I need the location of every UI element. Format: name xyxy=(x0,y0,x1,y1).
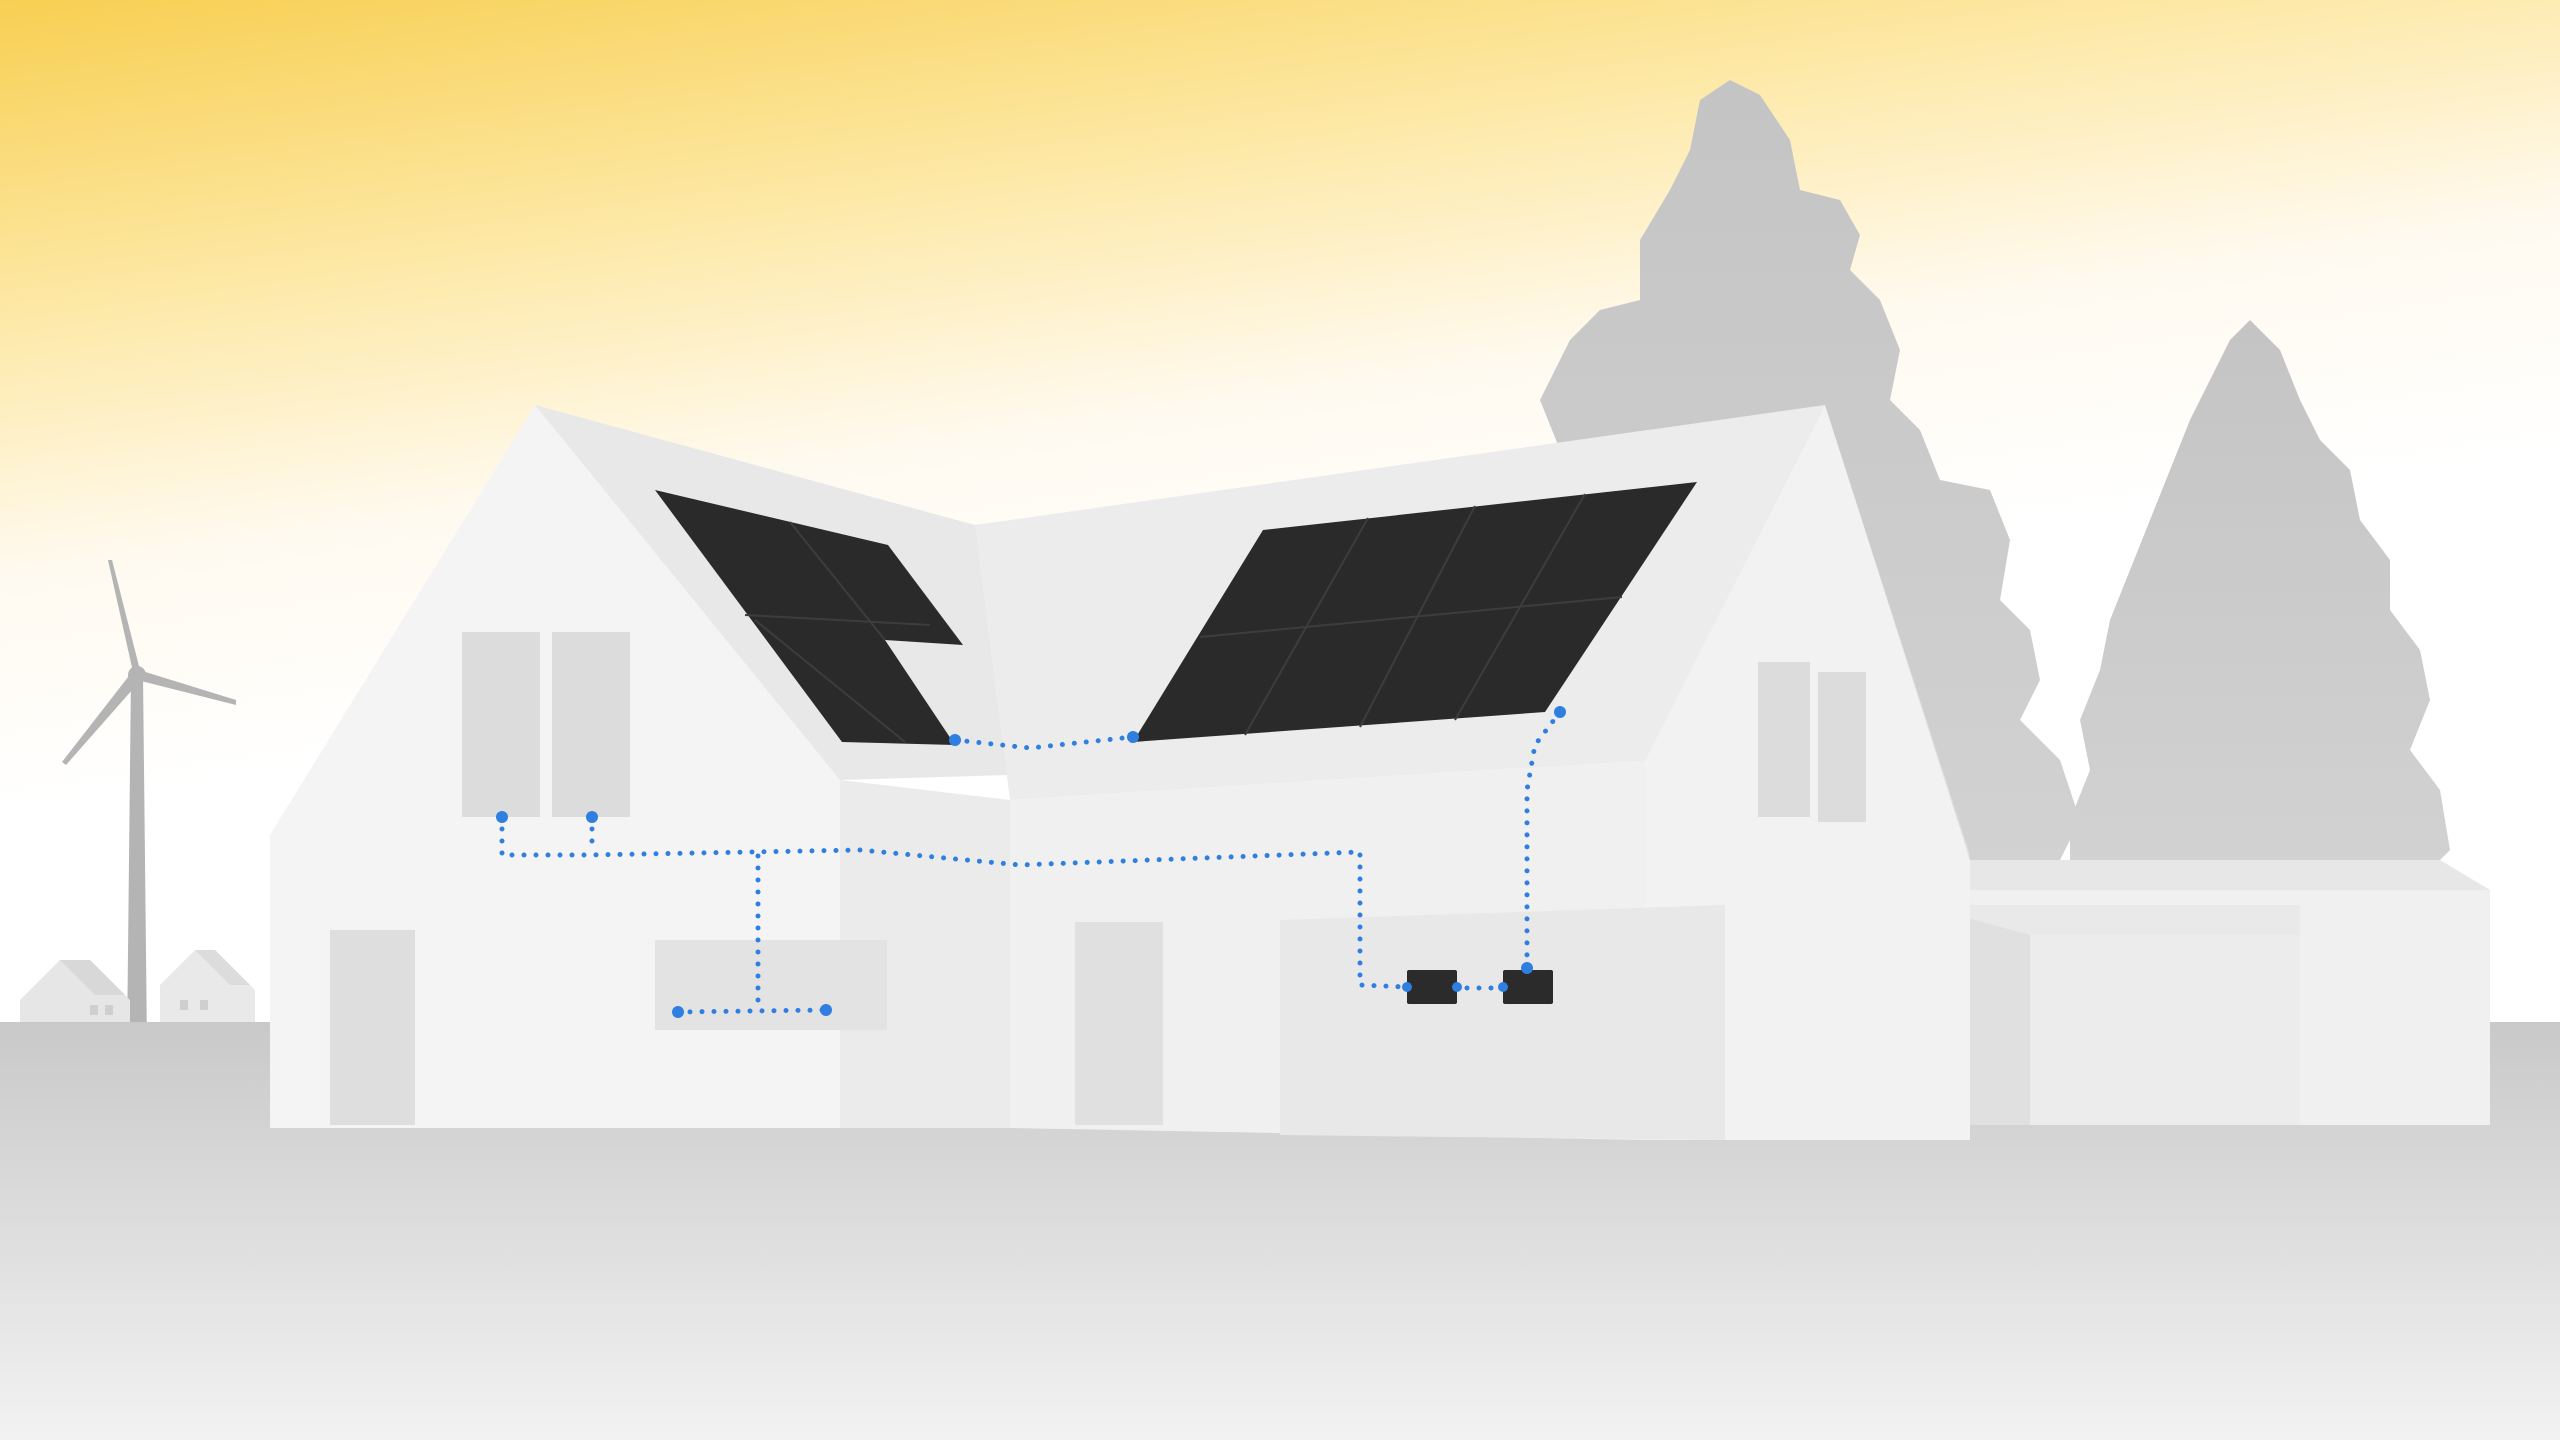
inverter-right xyxy=(1503,970,1553,1004)
distant-house-window xyxy=(90,1005,98,1015)
wire-node xyxy=(1402,982,1412,992)
turbine-blade-right xyxy=(139,670,236,705)
wire-nodes xyxy=(496,706,1566,1018)
solar-panel-right-grid xyxy=(1199,493,1623,736)
wire-node xyxy=(820,1004,832,1016)
window-right-1 xyxy=(1758,662,1810,817)
door-center xyxy=(1075,922,1163,1125)
solar-panels xyxy=(655,482,1697,745)
wire-node xyxy=(1452,982,1462,992)
garage-top xyxy=(1830,860,2490,890)
window-left-2 xyxy=(552,632,630,817)
turbine-tower xyxy=(127,675,147,1045)
inverter-left xyxy=(1407,970,1457,1004)
tree-right xyxy=(2070,320,2450,880)
distant-house-2-roof xyxy=(195,950,250,985)
door-left xyxy=(330,930,415,1125)
house xyxy=(270,405,1970,1140)
wire-node xyxy=(496,811,508,823)
solar-panel-left-grid xyxy=(744,521,931,743)
house-front-wall-shade xyxy=(1280,905,1725,1140)
distant-house-window xyxy=(200,1000,208,1010)
garage xyxy=(1830,860,2490,1125)
garage-opening-inner xyxy=(2030,935,2300,1125)
distant-house-window xyxy=(105,1005,113,1015)
window-left-1 xyxy=(462,632,540,817)
window-right-2 xyxy=(1818,672,1866,822)
wire-lower-horizontal xyxy=(675,1007,829,1015)
house-center-wall xyxy=(840,780,1010,1128)
turbine-blade-up xyxy=(108,560,141,674)
wire-node xyxy=(949,734,961,746)
wire-node xyxy=(1554,706,1566,718)
wire-node xyxy=(586,811,598,823)
distant-houses xyxy=(20,950,255,1025)
inverters xyxy=(1402,962,1553,1004)
wire-node xyxy=(1127,731,1139,743)
distant-house-window xyxy=(180,1000,188,1010)
electrical-wiring xyxy=(499,709,1563,1015)
distant-house-1-roof xyxy=(60,960,125,995)
wire-panel-link xyxy=(952,734,1136,751)
wire-node xyxy=(672,1006,684,1018)
wind-turbine xyxy=(62,560,236,1045)
wire-node xyxy=(1498,982,1508,992)
window-lower xyxy=(655,940,887,1030)
solar-panel-right xyxy=(1133,482,1697,742)
wire-node xyxy=(1521,962,1533,974)
turbine-blade-left xyxy=(62,672,140,765)
wire-main-horizontal xyxy=(499,814,1408,990)
